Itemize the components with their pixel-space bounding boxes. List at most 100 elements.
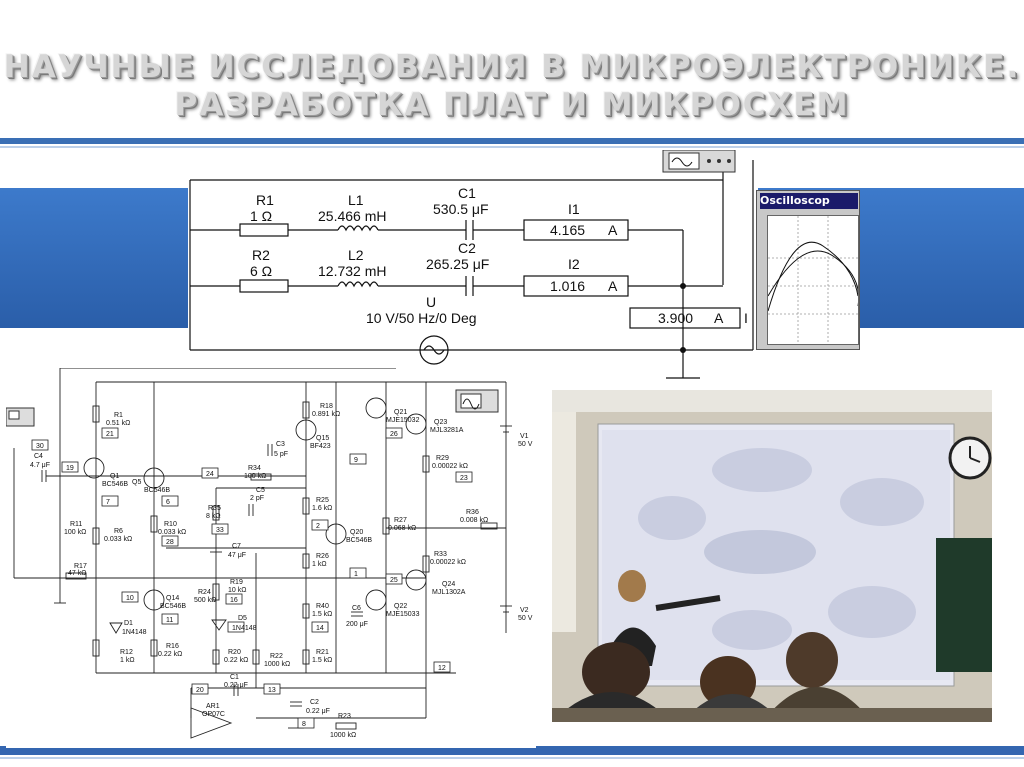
q20-value: BC546B — [346, 537, 372, 544]
oscilloscope-screen — [767, 215, 860, 345]
r20-label: R20 — [228, 649, 241, 656]
q5-label: Q5 — [132, 479, 141, 486]
r18-value: 0.891 kΩ — [312, 411, 340, 418]
oscilloscope-icon[interactable] — [662, 149, 736, 173]
i1-reading: 4.165 — [550, 222, 585, 238]
amplifier-svg: R1 0.51 kΩ 21 30 C4 4.7 μF 19 Q1 BC546B … — [5, 367, 533, 739]
r19-value: 10 kΩ — [228, 587, 246, 594]
node-8: 8 — [302, 721, 306, 728]
r27-value: 0.068 kΩ — [388, 525, 416, 532]
node-1: 1 — [354, 571, 358, 578]
node-20: 20 — [196, 687, 204, 694]
r22-value: 1000 kΩ — [264, 661, 290, 668]
source-name: U — [426, 294, 436, 310]
r1-label: R1 — [114, 412, 123, 419]
amplifier-schematic: R1 0.51 kΩ 21 30 C4 4.7 μF 19 Q1 BC546B … — [5, 367, 536, 748]
c4-value: 4.7 μF — [30, 462, 50, 469]
r11-label: R11 — [70, 521, 82, 528]
node-30: 30 — [36, 443, 44, 450]
node-2: 2 — [316, 523, 320, 530]
r29-label: R29 — [436, 455, 449, 462]
v1-label: V1 — [520, 433, 529, 440]
r24-value: 500 kΩ — [194, 597, 216, 604]
oscilloscope-window[interactable]: Oscilloscop — [756, 190, 860, 350]
oscilloscope-title: Oscilloscop — [760, 193, 858, 209]
d5-label: D5 — [238, 615, 247, 622]
r1-value: 0.51 kΩ — [106, 420, 130, 427]
r18-label: R18 — [320, 403, 333, 410]
r22-label: R22 — [270, 653, 283, 660]
node-11: 11 — [166, 617, 173, 624]
slide-title-line-2: РАЗРАБОТКА ПЛАТ И МИКРОСХЕМ — [174, 87, 850, 123]
c4-label: C4 — [34, 453, 43, 460]
v2-value: 50 V — [518, 615, 533, 622]
i1-unit: A — [608, 222, 618, 238]
r12-value: 1 kΩ — [120, 657, 135, 664]
r17-label: R17 — [74, 563, 87, 570]
i1-name: I1 — [568, 201, 580, 217]
c5-value: 2 pF — [250, 495, 264, 502]
node-14: 14 — [316, 625, 324, 632]
bottom-accent-line — [0, 746, 1024, 755]
r27-label: R27 — [394, 517, 407, 524]
q5-value: BC546B — [144, 487, 170, 494]
slide-title: НАУЧНЫЕ ИССЛЕДОВАНИЯ В МИКРОЭЛЕКТРОНИКЕ.… — [0, 48, 1024, 124]
r23-value: 1000 kΩ — [330, 732, 356, 739]
c1-value: 530.5 μF — [433, 201, 489, 217]
function-generator-icon[interactable] — [5, 407, 35, 427]
l1-name: L1 — [348, 192, 364, 208]
node-12: 12 — [438, 665, 446, 672]
r17-value: 47 kΩ — [68, 570, 86, 577]
q15-value: BF423 — [310, 443, 331, 450]
r2-value: 6 Ω — [250, 263, 272, 279]
l2-name: L2 — [348, 247, 364, 263]
ar1-value: OP07C — [202, 711, 225, 718]
r6-label: R6 — [114, 528, 123, 535]
q14-value: BC546B — [160, 603, 186, 610]
l2-value: 12.732 mH — [318, 263, 386, 279]
node-24: 24 — [206, 471, 214, 478]
v2-label: V2 — [520, 607, 529, 614]
node-25: 25 — [390, 577, 398, 584]
r26-label: R26 — [316, 553, 329, 560]
r25-label: R25 — [316, 497, 329, 504]
c1-name: C1 — [458, 185, 476, 201]
r35-label: R35 — [208, 505, 221, 512]
ar1-label: AR1 — [206, 703, 220, 710]
r26-value: 1 kΩ — [312, 561, 327, 568]
r12-label: R12 — [120, 649, 133, 656]
node-21: 21 — [106, 431, 114, 438]
q23-label: Q23 — [434, 419, 447, 426]
d1-label: D1 — [124, 620, 133, 627]
c6-value: 200 μF — [346, 621, 368, 628]
c1-label: C1 — [230, 674, 239, 681]
q22-label: Q22 — [394, 603, 407, 610]
q14-label: Q14 — [166, 595, 179, 602]
q1-value: BC546B — [102, 481, 128, 488]
r1-name: R1 — [256, 192, 274, 208]
i2-reading: 1.016 — [550, 278, 585, 294]
i2-unit: A — [608, 278, 618, 294]
amp-oscilloscope-icon[interactable] — [455, 389, 499, 413]
c2-name: C2 — [458, 240, 476, 256]
r34-value: 100 kΩ — [244, 473, 266, 480]
r16-label: R16 — [166, 643, 179, 650]
q22-value: MJE15033 — [386, 611, 420, 618]
r40-value: 1.5 kΩ — [312, 611, 332, 618]
presentation-photo — [552, 390, 992, 722]
r36-label: R36 — [466, 509, 479, 516]
node-23: 23 — [460, 475, 468, 482]
c1-value: 0.22 μF — [224, 682, 248, 689]
node-6: 6 — [166, 499, 170, 506]
r11-value: 100 kΩ — [64, 529, 86, 536]
i-total-reading: 3.900 — [658, 310, 693, 326]
r20-value: 0.22 kΩ — [224, 657, 248, 664]
c2-value: 265.25 μF — [426, 256, 489, 272]
oscilloscope-waves — [767, 216, 860, 344]
r25-value: 1.6 kΩ — [312, 505, 332, 512]
q24-label: Q24 — [442, 581, 455, 588]
r33-value: 0.00022 kΩ — [430, 559, 466, 566]
c6-label: C6 — [352, 605, 361, 612]
q24-value: MJL1302A — [432, 589, 466, 596]
r29-value: 0.00022 kΩ — [432, 463, 468, 470]
